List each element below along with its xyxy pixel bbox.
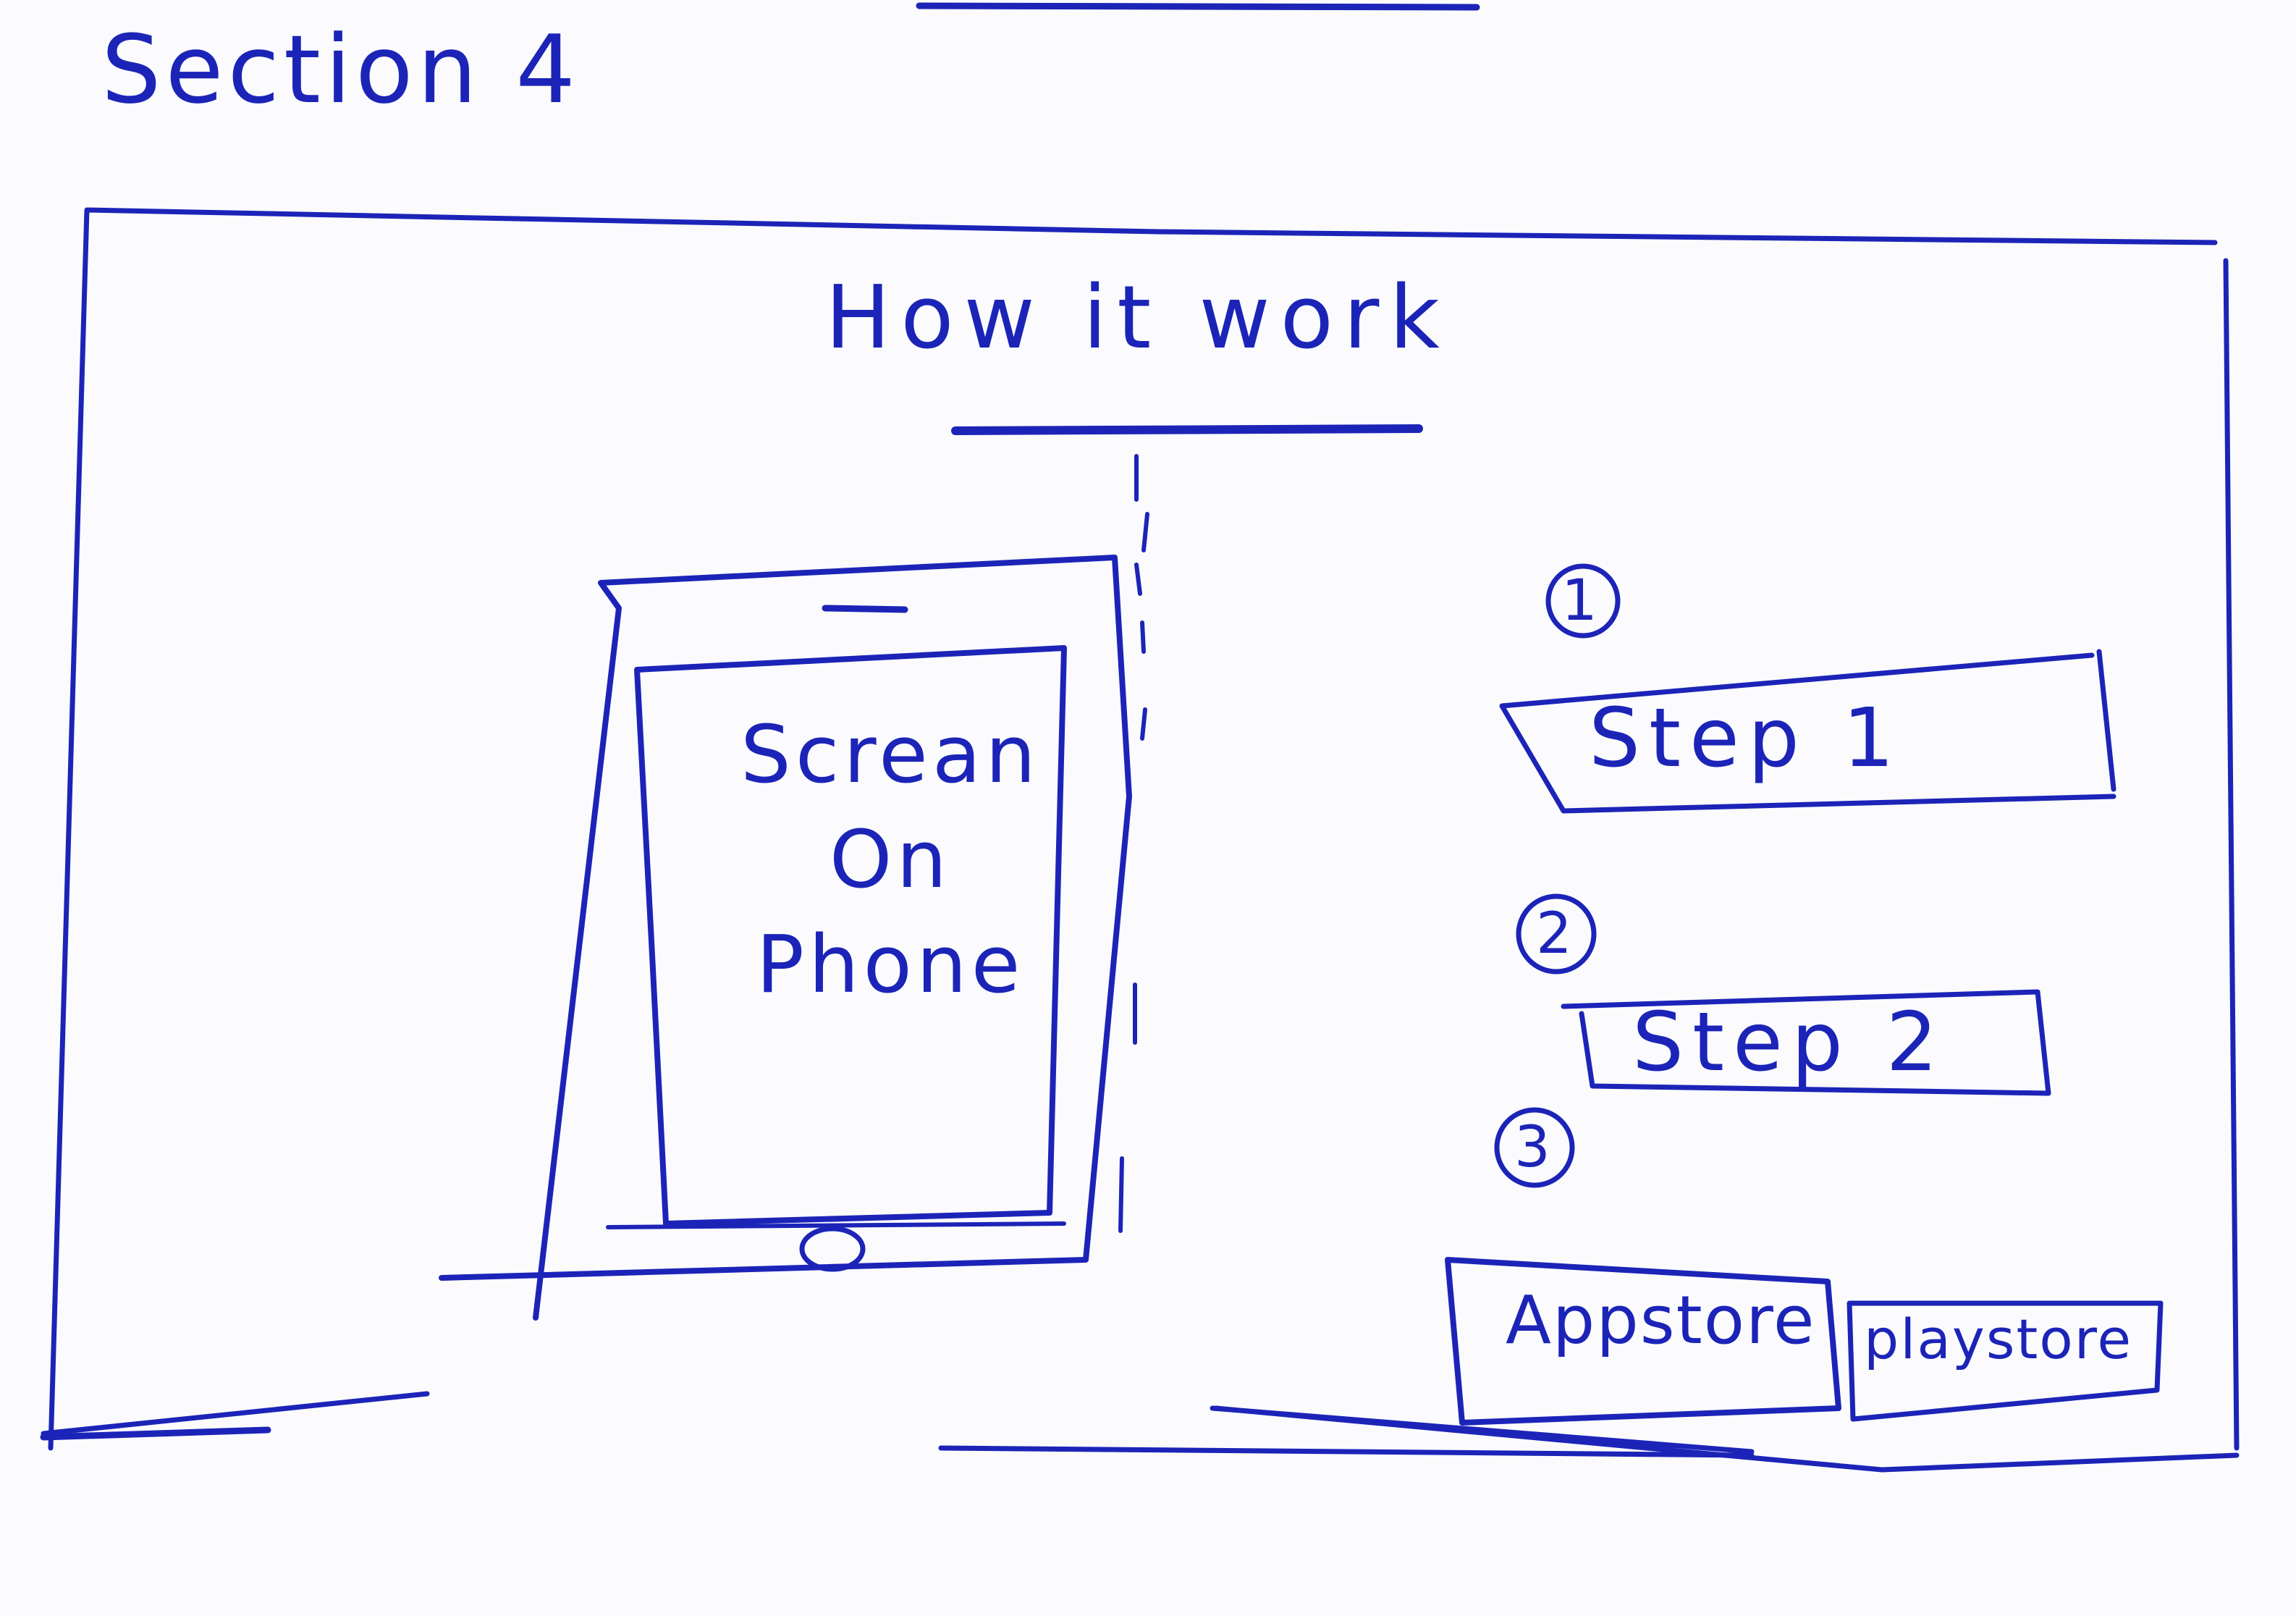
- step-1-box: [1499, 649, 2116, 814]
- playstore-box: [1846, 1300, 2164, 1422]
- section-frame: [41, 207, 2240, 1473]
- step-3-number: 3: [1514, 1115, 1555, 1180]
- step-2-number: 2: [1536, 901, 1577, 967]
- screen-line-2: On: [829, 813, 952, 906]
- step-1-number: 1: [1561, 568, 1602, 634]
- step-2-label[interactable]: Step 2: [1632, 996, 1946, 1090]
- frame-bottom-left: [40, 1426, 271, 1441]
- step-2-circle: [1516, 893, 1597, 975]
- phone-outline: [439, 555, 1132, 1321]
- screen-line-1: Screan: [740, 708, 1040, 801]
- section-label: Section 4: [101, 14, 581, 125]
- frame-bottom-right: [938, 1445, 1755, 1458]
- phone-speaker-icon: [822, 605, 908, 613]
- phone-screen-text: Screan On Phone: [695, 702, 1086, 1017]
- how-it-works-heading: How it work: [825, 268, 1450, 369]
- phone-home-button-icon: [799, 1226, 866, 1272]
- step-1-label[interactable]: Step 1: [1589, 691, 1903, 786]
- top-edge-stroke: [916, 2, 1480, 11]
- appstore-box: [1445, 1257, 1841, 1426]
- step-2-box: [1561, 989, 2051, 1096]
- guide-dashes: [1118, 454, 1149, 1233]
- heading-underline: [951, 424, 1423, 435]
- step-3-circle: [1494, 1107, 1575, 1188]
- playstore-button[interactable]: playstore: [1864, 1307, 2133, 1371]
- screen-line-3: Phone: [756, 918, 1025, 1011]
- phone-screen-frame: [634, 645, 1067, 1226]
- appstore-button[interactable]: Appstore: [1506, 1282, 1816, 1359]
- step-1-circle: [1545, 563, 1621, 639]
